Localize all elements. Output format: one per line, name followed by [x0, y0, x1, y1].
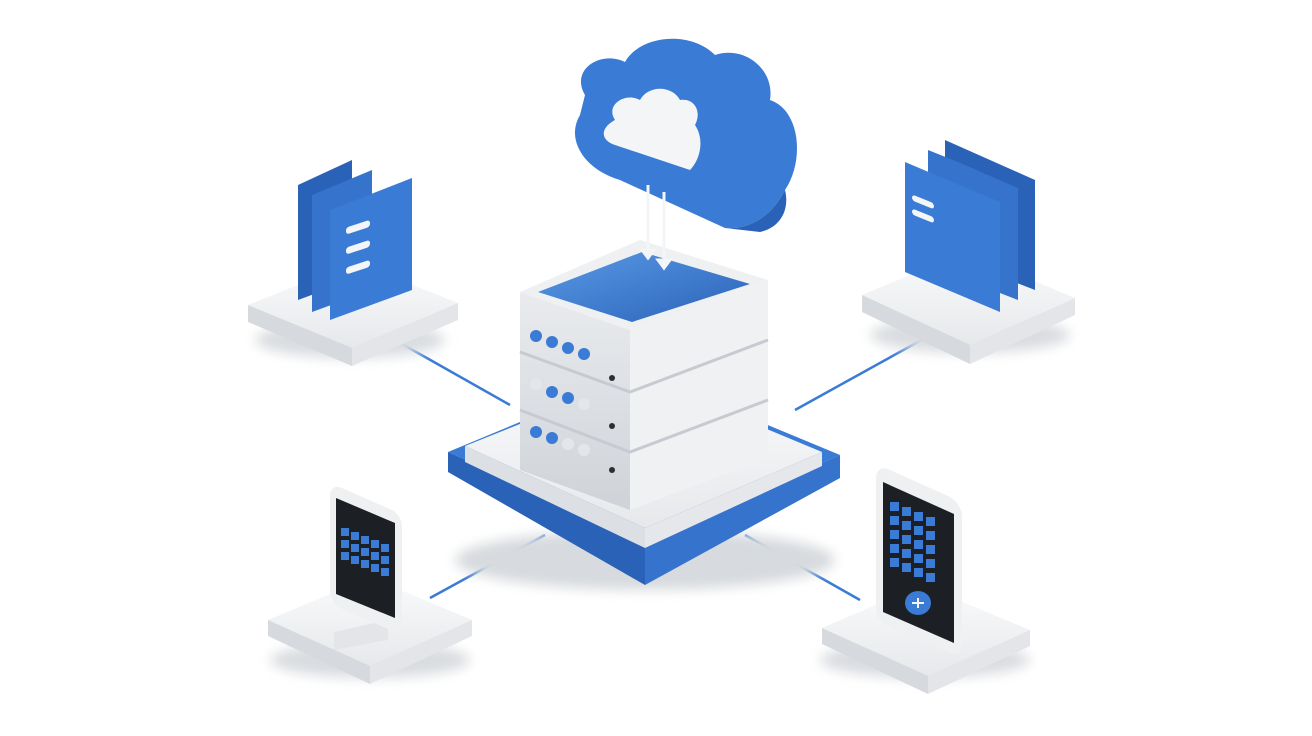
document-folders-icon	[298, 160, 412, 320]
server-unit-3-leds	[530, 426, 615, 473]
server-unit-1-leds	[530, 330, 615, 381]
node-bottom-left	[268, 486, 472, 684]
node-top-left	[248, 160, 458, 366]
mobile-phone-icon	[330, 486, 402, 650]
cloud-icon	[574, 38, 797, 232]
connector-line-top-right	[794, 336, 926, 412]
server-unit-2-leds	[530, 378, 615, 429]
cloud-to-server-arrows-icon	[639, 185, 673, 271]
server-rack-icon	[519, 240, 769, 510]
node-bottom-right	[820, 468, 1030, 694]
folder-stack-icon	[905, 140, 1035, 312]
tablet-device-icon	[876, 468, 962, 654]
node-top-right	[862, 140, 1075, 364]
